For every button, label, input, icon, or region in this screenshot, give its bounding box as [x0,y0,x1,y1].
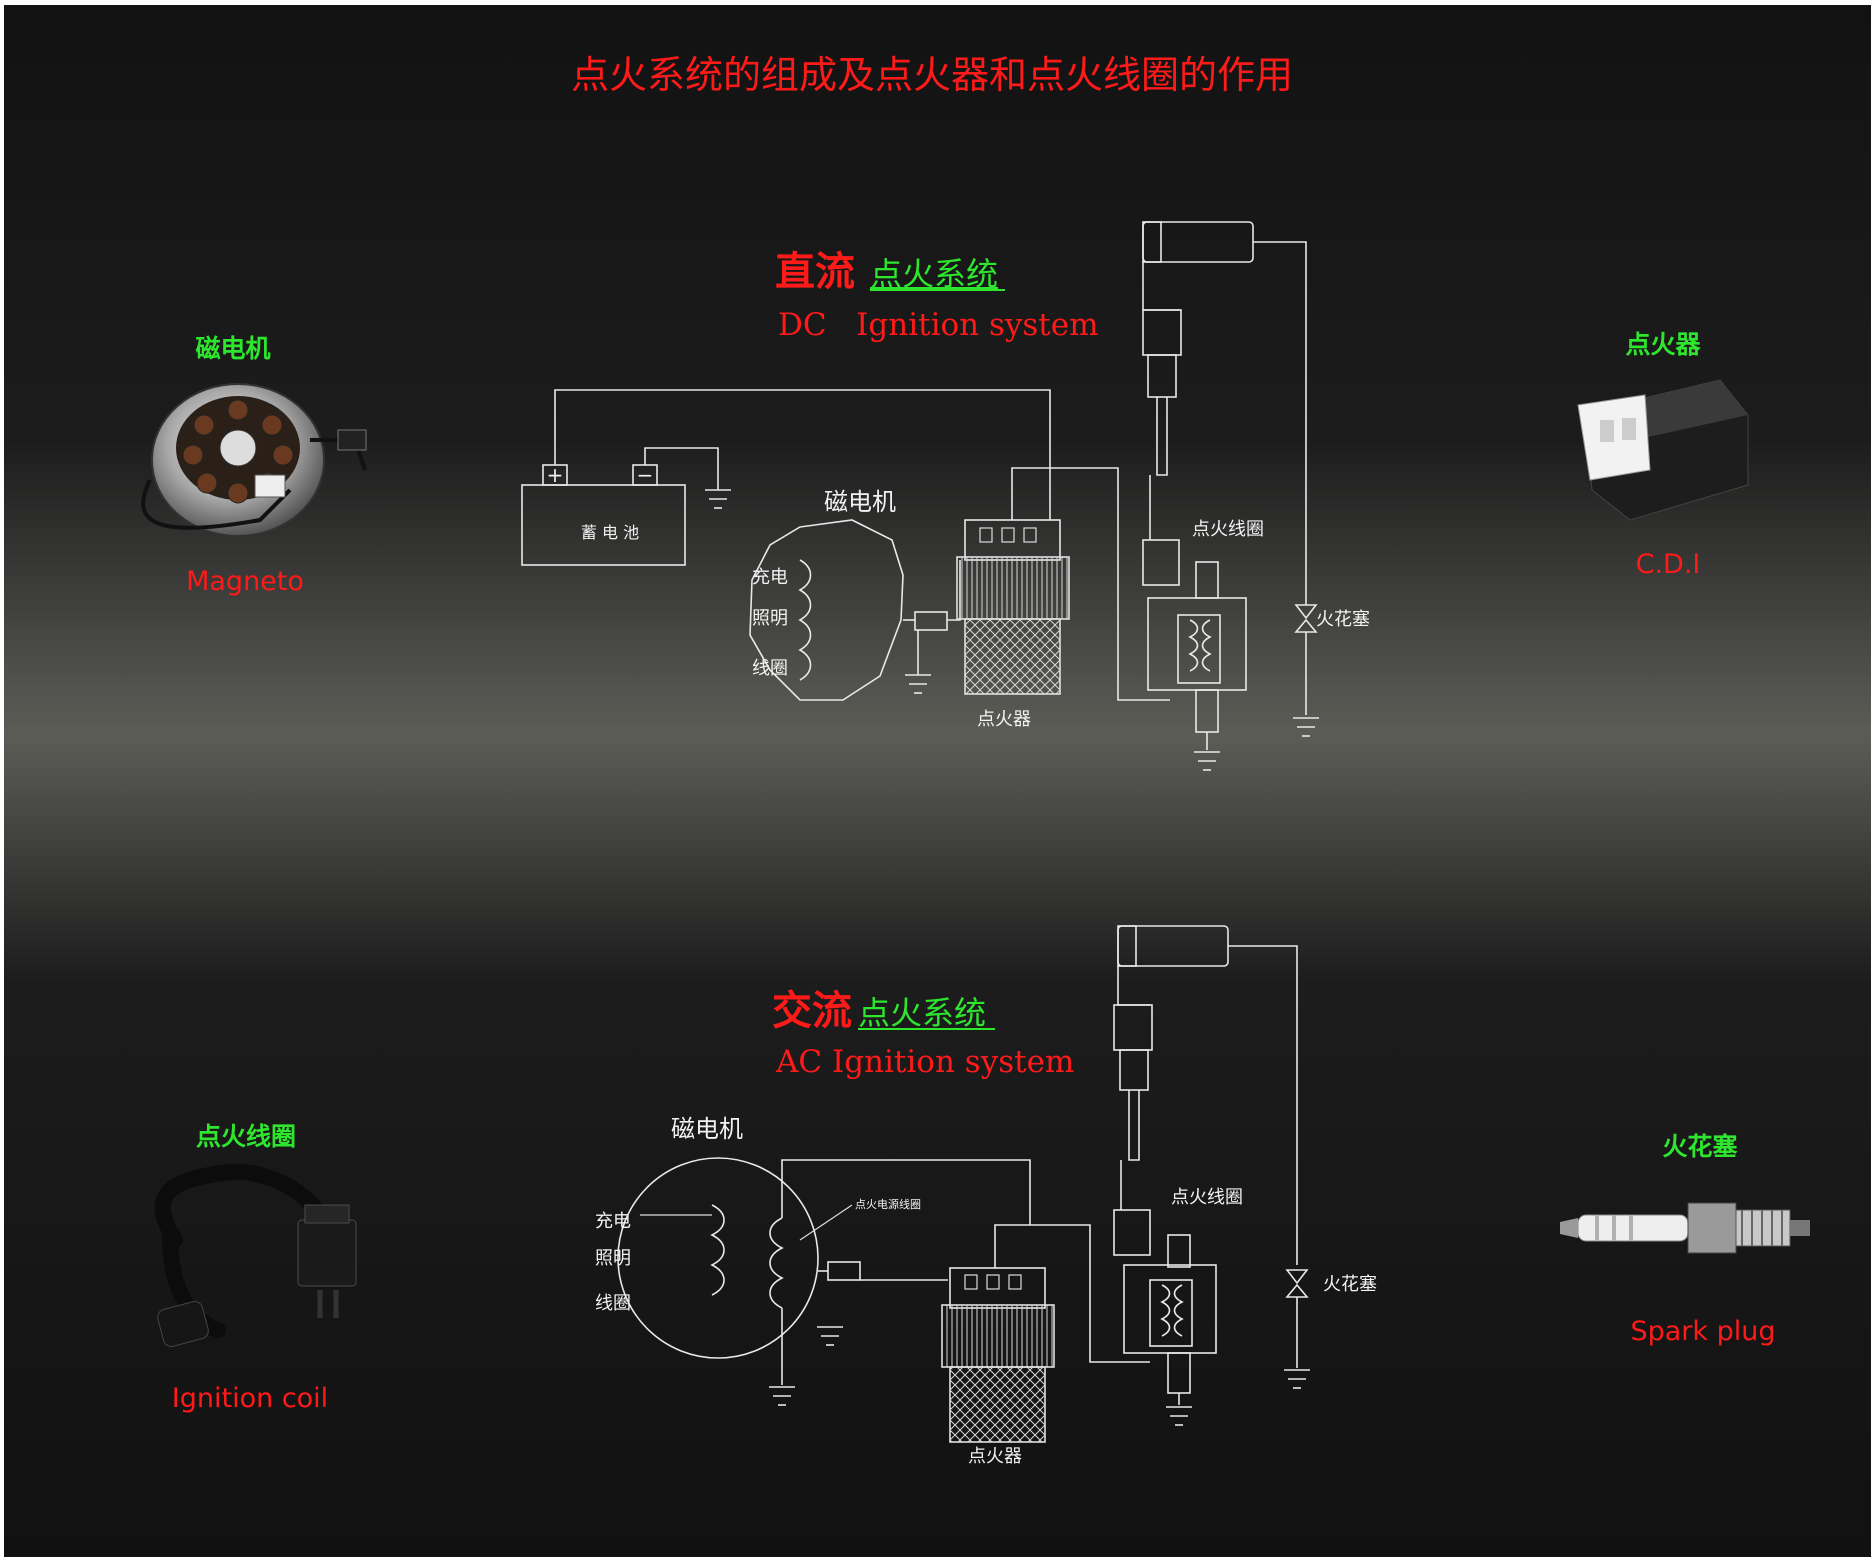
plug-cn-label: 火花塞 [1662,1132,1737,1161]
dc-igniter-fins [956,556,1070,620]
ac-plug-label: 火花塞 [1323,1274,1377,1295]
coil-cn-label: 点火线圈 [196,1122,296,1151]
ac-igniter-fins [941,1304,1055,1368]
dc-spark-gap [1294,604,1318,620]
dc-battery-label: 蓄 电 池 [581,523,639,542]
dc-winding-label: 线圈 [752,658,788,679]
cdi-photo [1577,379,1749,521]
ac-lighting-label: 照明 [595,1248,631,1269]
ground-symbol [1166,1406,1192,1426]
dc-battery [521,484,686,566]
dc-charge-label: 充电 [752,567,788,588]
magneto-photo [141,383,367,537]
ac-english-heading: AC Ignition system [775,1044,1074,1080]
dc-coil-label: 点火线圈 [1192,519,1264,540]
ground-symbol [1293,717,1319,737]
dc-diagram: 直流 点火系统 DC Ignition system + − 蓄 电 池 磁电机… [521,221,1370,771]
ignition-coil-photo [154,1163,357,1348]
dc-battery-plus: + [547,463,564,487]
ground-symbol [1194,751,1220,771]
magneto-en-label: Magneto [186,566,304,597]
dc-battery-minus: − [637,463,654,487]
ac-heading-red: 交流 [772,988,852,1034]
ac-magneto-circle [617,1157,819,1359]
ac-coil-label: 点火线圈 [1171,1187,1243,1208]
ac-charge-label: 充电 [595,1211,631,1232]
coil-en-label: Ignition coil [172,1383,328,1414]
plug-en-label: Spark plug [1630,1316,1775,1347]
dc-magneto-circle [749,519,904,701]
dc-igniter-label: 点火器 [977,709,1031,730]
dc-lighting-label: 照明 [752,608,788,629]
ac-winding-label: 线圈 [595,1293,631,1314]
ac-diagram: 交流 点火系统 AC Ignition system 磁电机 充电 照明 线圈 … [595,925,1377,1467]
dc-igniter-body [964,618,1061,695]
ground-symbol [817,1326,843,1346]
ground-symbol [769,1386,795,1406]
spark-plug-photo [1560,1202,1810,1254]
dc-heading-green: 点火系统 [870,255,998,293]
ac-igniter-label: 点火器 [968,1446,1022,1467]
ac-source-coil-label: 点火电源线圈 [855,1197,921,1211]
dc-english-heading: DC Ignition system [778,307,1099,343]
ac-magneto-label: 磁电机 [671,1115,743,1143]
dc-plug-label: 火花塞 [1316,609,1370,630]
dc-heading-red: 直流 [775,249,855,295]
dc-magneto-label: 磁电机 [824,488,896,516]
dark-background [4,5,1871,1557]
ac-heading-green: 点火系统 [858,994,986,1032]
ground-symbol [905,674,931,694]
ac-spark-gap [1285,1269,1309,1285]
cdi-cn-label: 点火器 [1625,330,1701,359]
ground-symbol [705,489,731,509]
ground-symbol [1284,1369,1310,1389]
page-title: 点火系统的组成及点火器和点火线圈的作用 [571,53,1293,97]
ac-igniter-body [949,1366,1046,1443]
cdi-en-label: C.D.I [1636,549,1701,580]
magneto-cn-label: 磁电机 [195,334,270,363]
